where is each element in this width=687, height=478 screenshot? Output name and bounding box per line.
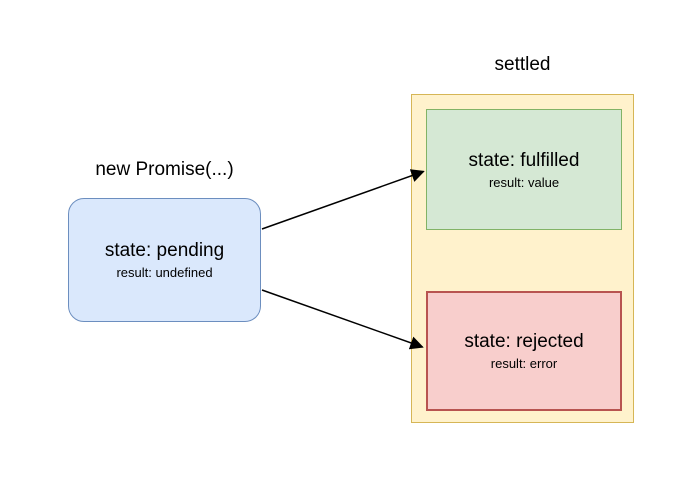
settled-label: settled [494,54,551,75]
edge-pending-to-fulfilled [261,169,425,230]
rejected-result-text: result: error [490,356,558,371]
rejected-state-node: state: rejected result: error [426,291,622,411]
new-promise-label: new Promise(...) [95,159,234,180]
fulfilled-state-node: state: fulfilled result: value [426,109,622,230]
fulfilled-state-text: state: fulfilled [468,149,580,171]
pending-state-text: state: pending [104,240,225,261]
pending-state-node: state: pending result: undefined [68,198,261,322]
fulfilled-result-text: result: value [488,174,560,190]
rejected-state-text: state: rejected [464,331,584,352]
edge-pending-to-rejected [261,289,424,350]
pending-result-text: result: undefined [116,265,213,280]
